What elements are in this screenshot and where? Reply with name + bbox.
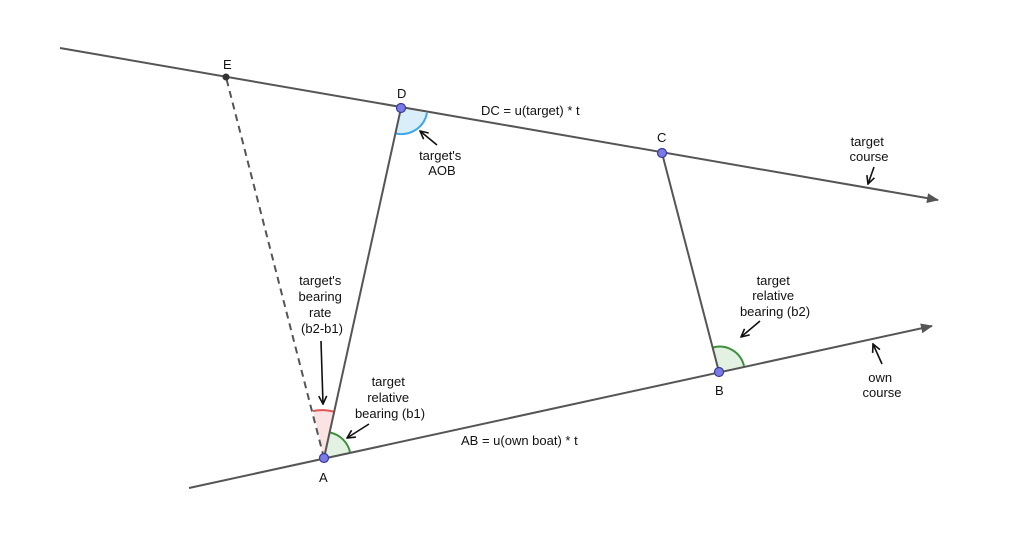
own-course-label: own course xyxy=(862,370,901,400)
bearing-rate-label-line: rate xyxy=(309,305,331,320)
bearing-b1-pointer-arrow xyxy=(347,423,370,438)
bearing-b1-angle-sector xyxy=(324,432,350,458)
label-c: C xyxy=(657,130,666,145)
bearing-rate-label-line: bearing xyxy=(299,289,342,304)
bearing-b2-pointer-arrow xyxy=(741,320,761,337)
bearing-rate-label: target's bearing rate (b2-b1) xyxy=(299,273,346,336)
point-b xyxy=(713,366,725,378)
point-a xyxy=(318,452,330,464)
bearing-b2-label-line: target xyxy=(757,273,791,288)
aob-label-line: AOB xyxy=(428,163,455,178)
aob-pointer-arrow xyxy=(420,131,438,146)
aob-angle-arc xyxy=(395,112,428,136)
bearing-b1-label-line: relative xyxy=(367,390,409,405)
label-e: E xyxy=(223,57,232,72)
bearing-rate-label-line: (b2-b1) xyxy=(301,321,343,336)
aob-label: target's AOB xyxy=(419,148,465,178)
point-c xyxy=(656,147,668,159)
target-course-label-line: target xyxy=(851,134,885,149)
target-course-label-line: course xyxy=(849,149,888,164)
bearing-b1-angle-arc xyxy=(329,431,351,453)
bearing-rate-angle-sector xyxy=(313,410,335,458)
target-course-line xyxy=(59,47,939,204)
bearing-rate-label-line: target's xyxy=(299,273,342,288)
bearing-b2-label-line: relative xyxy=(752,288,794,303)
bearing-rate-pointer-arrow xyxy=(321,340,323,404)
own-course-label-line: course xyxy=(862,385,901,400)
aob-angle-sector xyxy=(396,108,427,135)
label-b: B xyxy=(715,383,724,398)
point-e xyxy=(222,73,230,81)
dc-speed-label: DC = u(target) * t xyxy=(481,103,580,118)
own-course-label-line: own xyxy=(868,370,892,385)
ab-speed-label: AB = u(own boat) * t xyxy=(461,433,578,448)
label-a: A xyxy=(319,470,328,485)
target-course-label: target course xyxy=(849,134,888,164)
aob-label-line: target's xyxy=(419,148,462,163)
own-course-pointer-arrow xyxy=(873,344,883,365)
bearing-b2-label: target relative bearing (b2) xyxy=(740,273,810,319)
point-d xyxy=(395,102,407,114)
segment-ad xyxy=(323,107,402,459)
segment-ae-dashed xyxy=(225,76,325,459)
label-d: D xyxy=(397,86,406,101)
own-course-line xyxy=(188,323,933,489)
bearing-b1-label-line: target xyxy=(372,374,406,389)
bearing-b1-label-line: bearing (b1) xyxy=(355,406,425,421)
bearing-b2-label-line: bearing (b2) xyxy=(740,304,810,319)
segment-bc xyxy=(661,152,720,373)
bearing-b2-angle-arc xyxy=(712,345,745,367)
bearing-b1-label: target relative bearing (b1) xyxy=(355,374,425,421)
target-course-pointer-arrow xyxy=(868,166,874,184)
